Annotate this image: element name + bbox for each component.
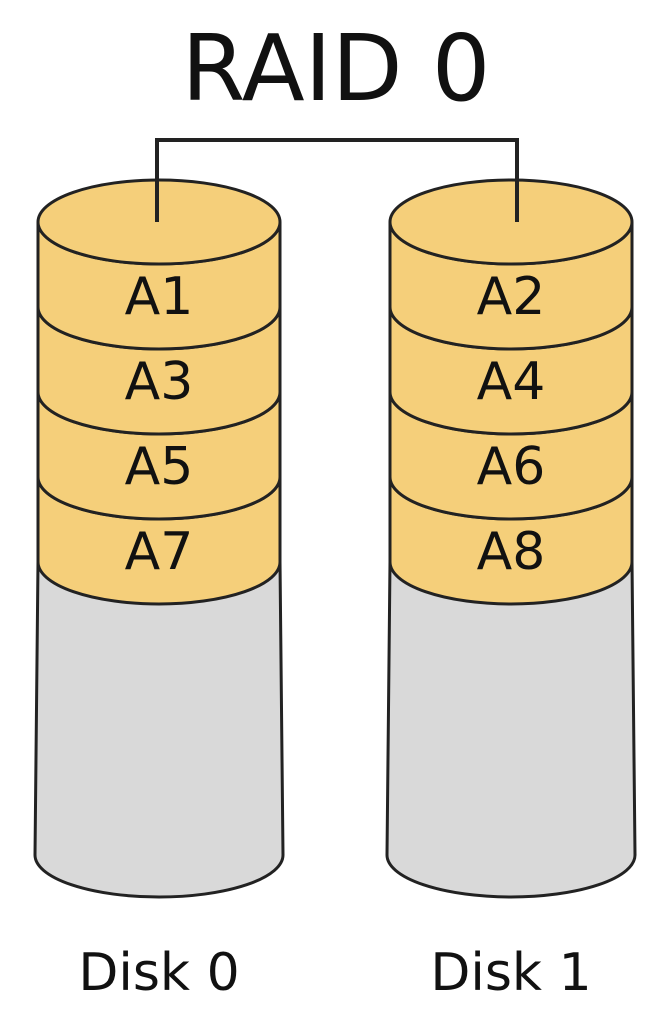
- disk-label: Disk 1: [430, 943, 591, 1003]
- block-label: A7: [125, 522, 194, 582]
- block-label: A8: [477, 522, 546, 582]
- block-label: A6: [477, 437, 546, 497]
- block-label: A4: [477, 352, 546, 412]
- diagram-title: RAID 0: [182, 15, 491, 122]
- disk-empty-space: [385, 560, 637, 899]
- disk-label: Disk 0: [78, 943, 239, 1003]
- block-label: A3: [125, 352, 194, 412]
- block-label: A1: [125, 267, 194, 327]
- disk-top: [388, 178, 634, 266]
- connector-line: [155, 138, 519, 222]
- block-label: A2: [477, 267, 546, 327]
- disk-empty-space: [33, 560, 285, 899]
- block-label: A5: [125, 437, 194, 497]
